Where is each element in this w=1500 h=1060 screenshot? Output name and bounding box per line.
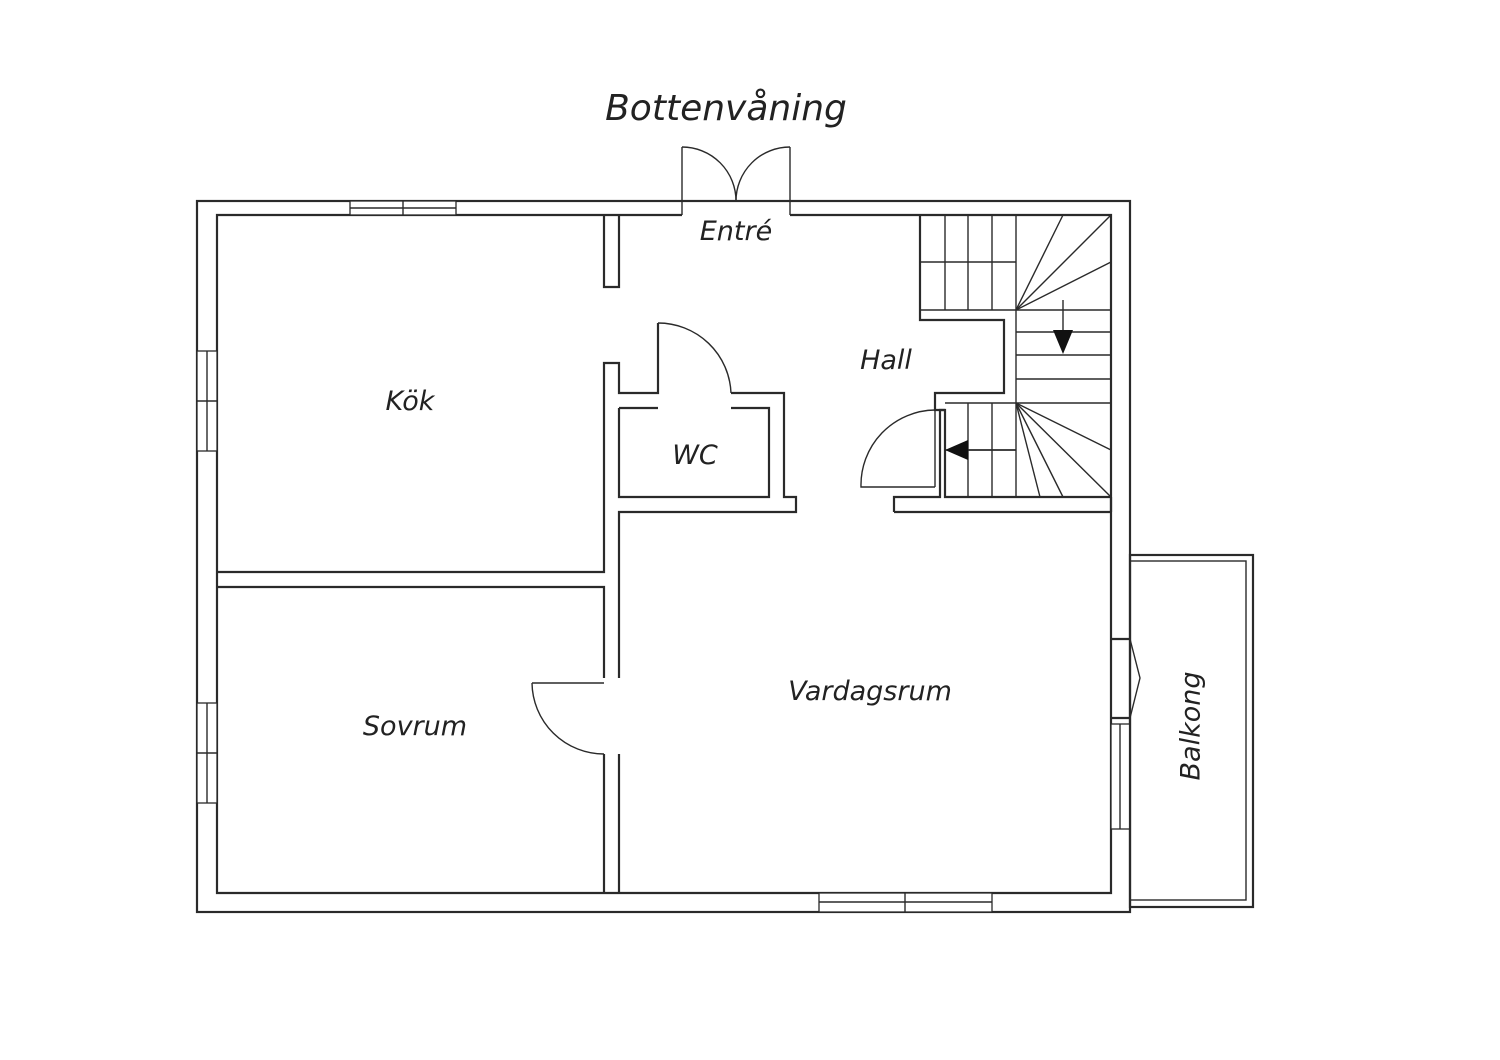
floor-title: Bottenvåning [605, 88, 847, 129]
balcony [1128, 553, 1255, 909]
outer-walls [195, 199, 1132, 914]
interior-walls [217, 215, 1130, 893]
windows [196, 200, 1131, 913]
room-label-entre: Entré [700, 216, 772, 247]
staircase [920, 214, 1112, 498]
doors [531, 322, 1141, 755]
stair-arrow-left [945, 440, 968, 460]
room-label-sovrum: Sovrum [363, 711, 467, 742]
room-label-balkong: Balkong [1176, 672, 1207, 781]
room-label-wc: WC [672, 440, 718, 471]
room-label-kok: Kök [386, 386, 436, 417]
stair-arrow-down [1053, 330, 1073, 354]
room-label-vardagsrum: Vardagsrum [788, 676, 952, 707]
room-label-hall: Hall [860, 345, 912, 376]
entrance-double-door [681, 146, 791, 215]
